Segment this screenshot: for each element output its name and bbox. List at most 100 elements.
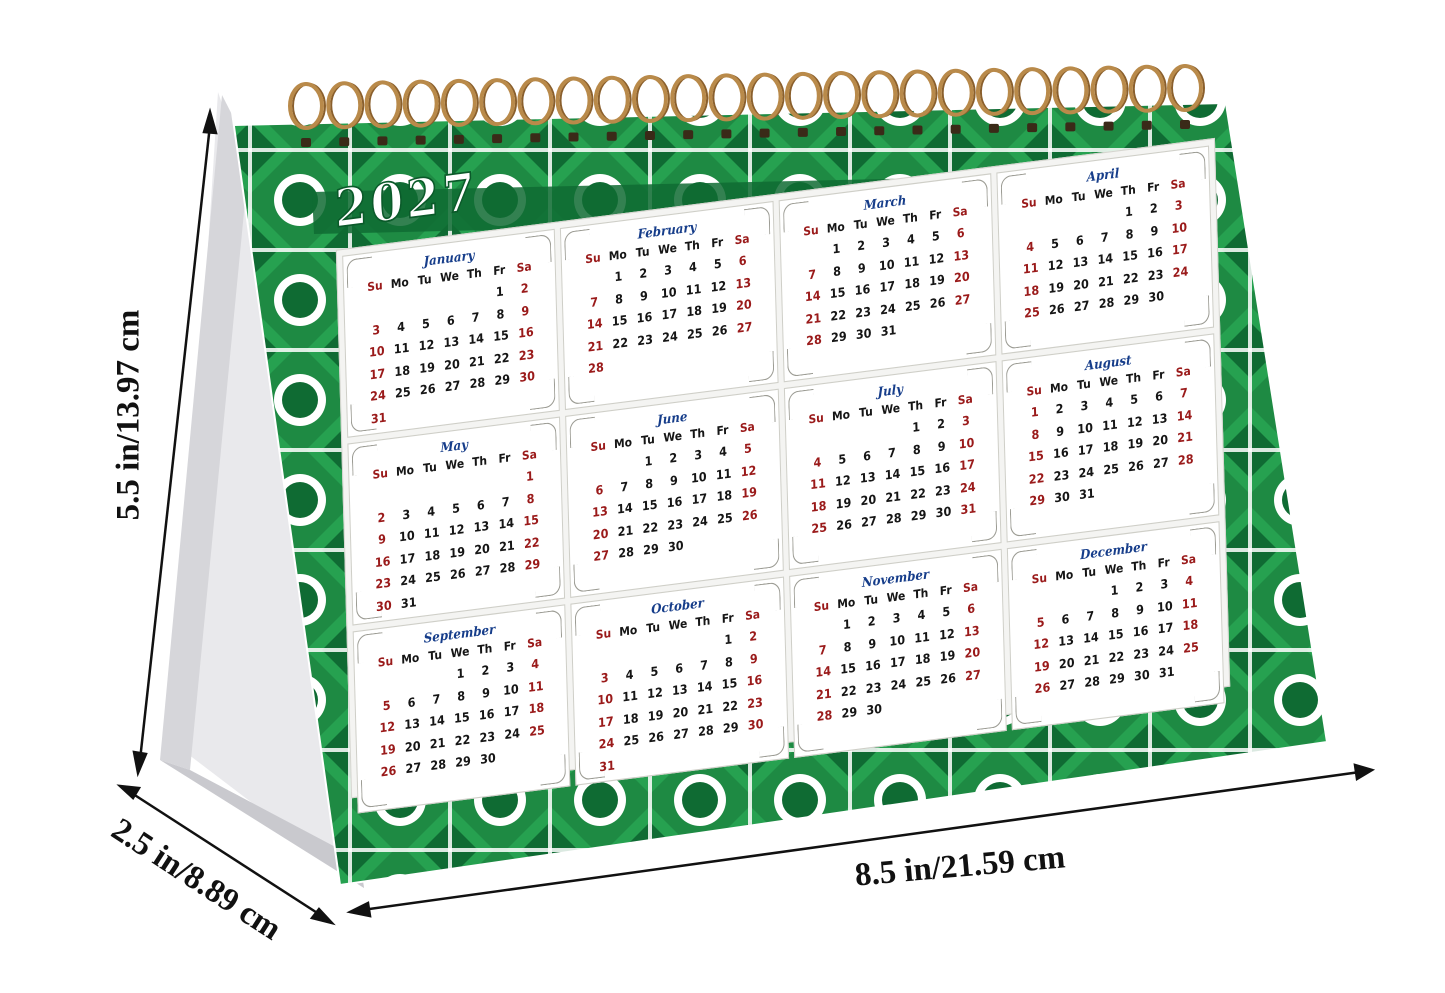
corner-ornament — [753, 581, 781, 614]
corner-ornament — [540, 754, 567, 786]
binding-ring — [364, 80, 403, 146]
corner-ornament — [530, 421, 558, 454]
corner-ornament — [1179, 150, 1206, 183]
day-cell: 29 — [841, 704, 858, 722]
corner-ornament — [976, 698, 1003, 731]
binding-ring — [593, 75, 632, 141]
height-arrow — [132, 107, 218, 778]
binding-ring — [823, 71, 862, 137]
corner-ornament — [569, 416, 596, 449]
corner-ornament — [574, 604, 602, 636]
corner-ornament — [971, 553, 999, 586]
binding-ring — [288, 82, 326, 147]
corner-ornament — [747, 350, 774, 383]
corner-ornament — [743, 205, 770, 238]
corner-ornament — [1000, 173, 1027, 205]
day-cell: 31 — [1158, 664, 1175, 682]
binding-ring — [861, 70, 900, 136]
corner-ornament — [360, 776, 388, 809]
binding-ring — [1167, 64, 1205, 129]
corner-ornament — [961, 178, 988, 210]
day-cell: 29 — [910, 507, 927, 525]
corner-ornament — [568, 373, 595, 406]
day-cell: 30 — [866, 701, 883, 719]
day-cell: 28 — [885, 510, 902, 528]
day-cell: 30 — [1054, 489, 1071, 507]
binding-ring — [1090, 65, 1129, 131]
corner-ornament — [355, 589, 382, 621]
corner-ornament — [1193, 670, 1221, 703]
day-cell: 27 — [405, 760, 422, 777]
day-cell: 31 — [880, 322, 897, 340]
day-cell: 28 — [430, 757, 447, 774]
day-cell: 29 — [1123, 292, 1140, 309]
binding-ring — [1128, 64, 1167, 130]
corner-ornament — [782, 201, 809, 233]
binding-ring — [517, 77, 556, 143]
corner-ornament — [796, 721, 824, 753]
binding-ring — [1052, 66, 1091, 132]
day-cell: 29 — [455, 753, 472, 771]
day-cell: 29 — [642, 541, 659, 559]
day-cell: 29 — [1108, 670, 1126, 688]
depth-arrow — [116, 784, 336, 926]
corner-ornament — [1184, 338, 1212, 370]
corner-ornament — [529, 378, 556, 411]
binding-ring — [1014, 67, 1053, 133]
corner-ornament — [1189, 526, 1217, 558]
day-cell: 31 — [400, 594, 417, 612]
day-cell: 26 — [836, 517, 853, 534]
corner-ornament — [346, 256, 373, 289]
binding-ring — [975, 67, 1014, 133]
corner-ornament — [966, 366, 994, 398]
binding-ring — [708, 73, 747, 139]
corner-ornament — [535, 609, 563, 641]
corner-ornament — [965, 323, 992, 355]
day-cell: 31 — [1078, 486, 1095, 503]
day-cell: 27 — [1059, 677, 1076, 694]
corner-ornament — [578, 749, 606, 781]
stand-inner-panel — [160, 95, 250, 770]
binding-ring — [784, 71, 823, 137]
corner-ornament — [1010, 548, 1038, 581]
binding-ring — [402, 79, 441, 145]
corner-ornament — [748, 393, 776, 426]
day-cell: 30 — [667, 538, 684, 556]
height-dimension-label: 5.5 in/13.97 cm — [110, 309, 147, 521]
day-cell: 28 — [1098, 295, 1115, 312]
corner-ornament — [573, 561, 600, 593]
width-arrow — [346, 763, 1376, 918]
corner-ornament — [356, 632, 384, 664]
corner-ornament — [791, 533, 818, 566]
day-cell: 27 — [860, 513, 877, 531]
day-cell: 26 — [1048, 301, 1065, 319]
corner-ornament — [786, 345, 813, 378]
corner-ornament — [758, 726, 785, 758]
binding-ring — [670, 74, 709, 140]
day-cell: 30 — [935, 504, 952, 522]
corner-ornament — [792, 576, 820, 609]
stand-base — [160, 760, 364, 888]
corner-ornament — [1183, 295, 1210, 327]
spiral-binding — [288, 64, 1205, 147]
day-cell: 29 — [830, 329, 847, 346]
